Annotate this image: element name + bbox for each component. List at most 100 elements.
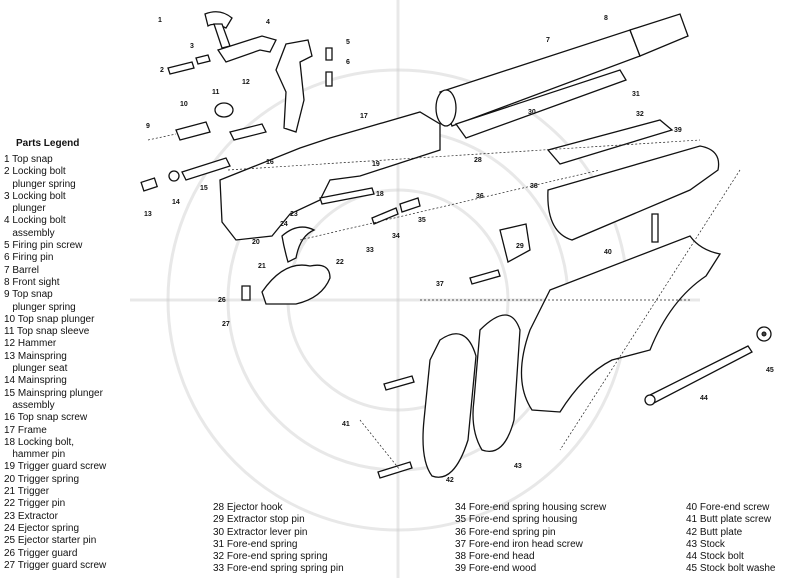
legend-entry: 1 Top snap	[4, 154, 53, 165]
legend-entry: 31 Fore-end spring	[213, 538, 298, 550]
part-front-sight	[629, 13, 689, 57]
callout-36: 36	[476, 193, 484, 200]
part-fore-end-screw	[651, 213, 659, 243]
callout-19: 19	[372, 161, 380, 168]
legend-entry: 17 Frame	[4, 424, 47, 436]
legend-entry: plunger spring	[4, 301, 76, 313]
callout-20: 20	[252, 239, 260, 246]
legend-entry: 22 Trigger pin	[4, 498, 66, 510]
legend-entry: 6 Firing pin	[4, 252, 54, 264]
legend-entry: assembly	[4, 227, 55, 239]
part-mainspring-plunger-seat	[140, 177, 159, 192]
part-mainspring	[168, 170, 180, 182]
callout-33: 33	[366, 247, 374, 254]
legend-entry: assembly	[4, 399, 55, 411]
part-frame	[219, 111, 441, 241]
part-stock	[520, 235, 722, 413]
callout-17: 17	[360, 113, 368, 120]
callout-44: 44	[700, 395, 708, 402]
legend-entry: 19 Trigger guard screw	[4, 461, 107, 473]
legend-entry: 12 Hammer	[4, 338, 57, 350]
legend-entry: 30 Extractor lever pin	[213, 526, 308, 538]
legend-title: Parts Legend	[16, 138, 80, 149]
legend-entry: 10 Top snap plunger	[4, 313, 95, 325]
legend-entry: 45 Stock bolt washe	[686, 563, 776, 575]
callout-14: 14	[172, 199, 180, 206]
part-fore-end-iron-head-screw	[469, 269, 501, 285]
part-butt-plate-screw-upper	[383, 375, 415, 391]
callout-13: 13	[144, 211, 152, 218]
part-top-snap-plunger-spring	[147, 133, 177, 141]
callout-41: 41	[342, 421, 350, 428]
legend-entry: plunger seat	[4, 363, 68, 375]
legend-entry: 23 Extractor	[4, 510, 58, 522]
legend-entry: 39 Fore-end wood	[455, 563, 537, 575]
legend-entry: hammer pin	[4, 449, 66, 461]
part-stock-bolt-head	[644, 394, 656, 406]
part-fore-end-head	[546, 119, 674, 165]
part-top-snap	[204, 11, 233, 49]
callout-32: 32	[636, 111, 644, 118]
callout-39: 39	[674, 127, 682, 134]
legend-entry: 34 Fore-end spring housing screw	[455, 502, 607, 513]
legend-entry: 2 Locking bolt	[4, 166, 66, 178]
legend-entry: 24 Ejector spring	[4, 522, 80, 534]
callout-8: 8	[604, 15, 608, 22]
legend-entry: 40 Fore-end screw	[686, 502, 770, 513]
callout-7: 7	[546, 37, 550, 44]
legend-entry: 11 Top snap sleeve	[4, 326, 90, 338]
callout-18: 18	[376, 191, 384, 198]
legend-entry: 16 Top snap screw	[4, 412, 88, 424]
part-butt-plate-screw-lower	[377, 461, 413, 479]
callout-16: 16	[266, 159, 274, 166]
part-locking-bolt-plunger-spring	[167, 61, 195, 75]
callout-12: 12	[242, 79, 250, 86]
callout-2: 2	[160, 67, 164, 74]
callout-45: 45	[766, 367, 774, 374]
callout-35: 35	[418, 217, 426, 224]
part-barrel-lug	[454, 69, 627, 139]
legend-entry: 27 Trigger guard screw	[4, 559, 107, 571]
callout-4: 4	[266, 19, 270, 26]
part-trigger-guard-screw	[241, 285, 251, 301]
part-firing-pin-screw	[325, 47, 333, 61]
part-butt-plate	[422, 333, 477, 478]
callout-37: 37	[436, 281, 444, 288]
callout-26: 26	[218, 297, 226, 304]
legend-entry: 41 Butt plate screw	[686, 514, 772, 526]
legend-entry: 25 Ejector starter pin	[4, 535, 97, 547]
part-trigger	[281, 226, 316, 263]
callout-38: 38	[530, 183, 538, 190]
legend-entry: 44 Stock bolt	[686, 551, 744, 563]
callout-6: 6	[346, 59, 350, 66]
part-top-snap-screw	[229, 123, 267, 141]
legend-entry: 38 Fore-end head	[455, 551, 535, 563]
legend-entry: 15 Mainspring plunger	[4, 387, 103, 399]
legend-entry: 32 Fore-end spring spring	[213, 551, 328, 563]
part-fore-end-wood	[547, 145, 720, 241]
legend-entry: plunger	[4, 203, 46, 215]
callout-1: 1	[158, 17, 162, 24]
legend-entry: 35 Fore-end spring housing	[455, 514, 578, 526]
part-stock-bolt-washer-hole	[761, 331, 767, 337]
part-mainspring-plunger-assembly	[181, 157, 231, 181]
callout-28: 28	[474, 157, 482, 164]
legend-entry: 5 Firing pin screw	[4, 240, 83, 252]
legend-entry: 28 Ejector hook	[213, 502, 283, 513]
part-locking-bolt-hammer-pin	[319, 187, 375, 205]
part-fore-end-spring-housing-screw	[371, 207, 399, 225]
callout-34: 34	[392, 233, 400, 240]
callout-22: 22	[336, 259, 344, 266]
callout-21: 21	[258, 263, 266, 270]
callout-labels: 1 2 3 4 5 6 7 8 9 10 11 12 13 14 15 16 1…	[144, 15, 774, 484]
part-stock-end	[472, 314, 521, 452]
part-trigger-guard	[261, 264, 331, 305]
legend-entry: 20 Trigger spring	[4, 473, 80, 485]
callout-42: 42	[446, 477, 454, 484]
legend-entry: 26 Trigger guard	[4, 547, 78, 559]
legend-entry: 7 Barrel	[4, 264, 40, 276]
